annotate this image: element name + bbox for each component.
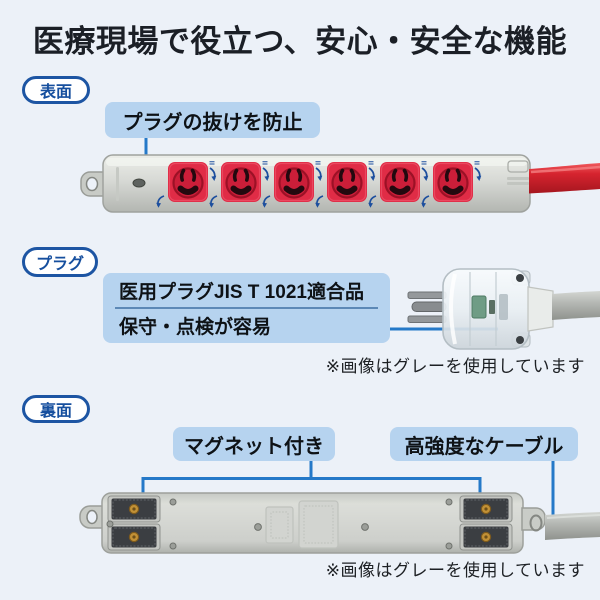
power-strip-front — [80, 154, 600, 213]
medical-plug — [407, 268, 600, 350]
magnet-callout: マグネット付き — [173, 427, 335, 461]
cord-exit — [521, 507, 546, 531]
embossed-spec-panel — [298, 500, 339, 549]
plug-image-color-note: ※画像はグレーを使用しています — [325, 357, 585, 376]
hanging-hook — [80, 171, 105, 197]
back-image-color-note: ※画像はグレーを使用しています — [325, 561, 585, 580]
embossed-text-mark — [116, 167, 119, 201]
plug-retention-callout: プラグの抜けを防止 — [105, 102, 320, 138]
plug-internal-contact — [471, 295, 487, 319]
front-callout-connector-line — [144, 137, 171, 182]
embossed-spec-panel — [265, 506, 294, 544]
body-screws — [106, 498, 453, 550]
plug-feature-callout: 医用プラグJIS T 1021適合品 保守・点検が容易 — [103, 273, 390, 343]
plug-strain-relief — [527, 286, 554, 332]
plug-clear-body — [442, 268, 530, 350]
embossed-plate — [507, 160, 529, 173]
plug-blade — [407, 315, 447, 323]
hanging-hook — [79, 505, 104, 529]
plug-section-badge: プラグ — [22, 247, 98, 277]
strong-cable-callout: 高強度なケーブル — [390, 427, 578, 461]
cord-tie-loop — [529, 514, 543, 532]
strip-body-back — [101, 492, 524, 554]
power-cord-red — [529, 163, 600, 194]
callout-divider — [115, 307, 378, 309]
plug-cord-gray — [552, 291, 600, 320]
plug-feature-line2: 保守・点検が容易 — [119, 317, 272, 338]
magnet-callout-connector-branch — [141, 477, 482, 509]
plug-ground-pin — [411, 301, 447, 312]
plug-feature-line1: 医用プラグJIS T 1021適合品 — [119, 282, 364, 303]
power-cord-gray — [545, 512, 600, 540]
strip-body-front — [102, 154, 531, 213]
power-strip-back — [79, 492, 600, 554]
indicator-slit — [132, 178, 146, 188]
plug-blade — [407, 291, 447, 299]
front-section-badge: 表面 — [22, 76, 90, 104]
back-section-badge: 裏面 — [22, 395, 90, 423]
page-title: 医療現場で役立つ、安心・安全な機能 — [32, 24, 568, 59]
